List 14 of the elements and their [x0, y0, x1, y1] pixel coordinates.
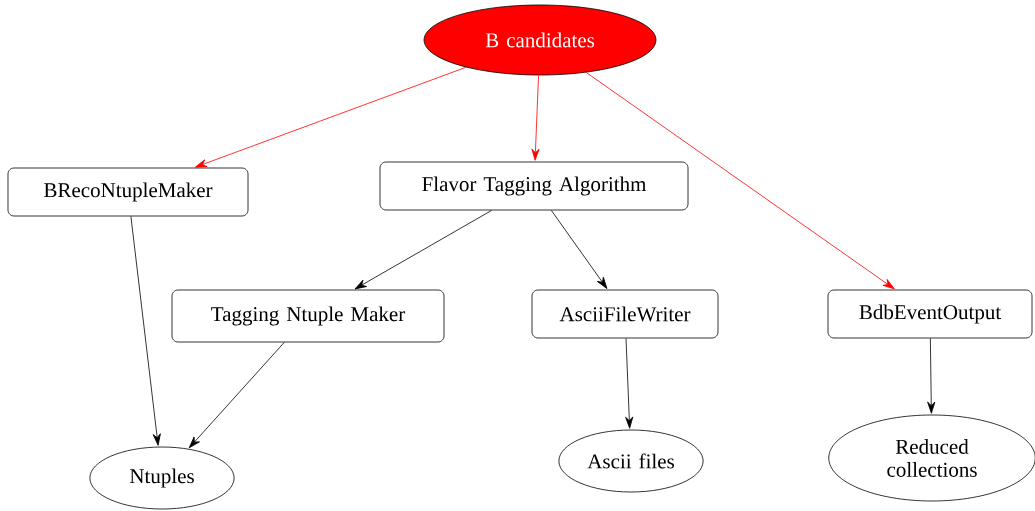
arrow — [188, 342, 285, 449]
arrow — [585, 72, 895, 290]
arrow — [354, 210, 493, 290]
arrow — [194, 66, 467, 168]
arrow — [927, 338, 936, 414]
process-box: Tagging Ntuple Maker — [171, 289, 445, 343]
process-box: BdbEventOutput — [827, 289, 1033, 339]
process-box: AsciiFileWriter — [531, 289, 719, 339]
process-box: BRecoNtupleMaker — [7, 167, 249, 217]
arrow — [531, 75, 540, 161]
arrow — [130, 216, 161, 446]
arrow — [550, 210, 608, 289]
arrow — [625, 338, 634, 429]
process-box: Flavor Tagging Algorithm — [379, 161, 689, 211]
